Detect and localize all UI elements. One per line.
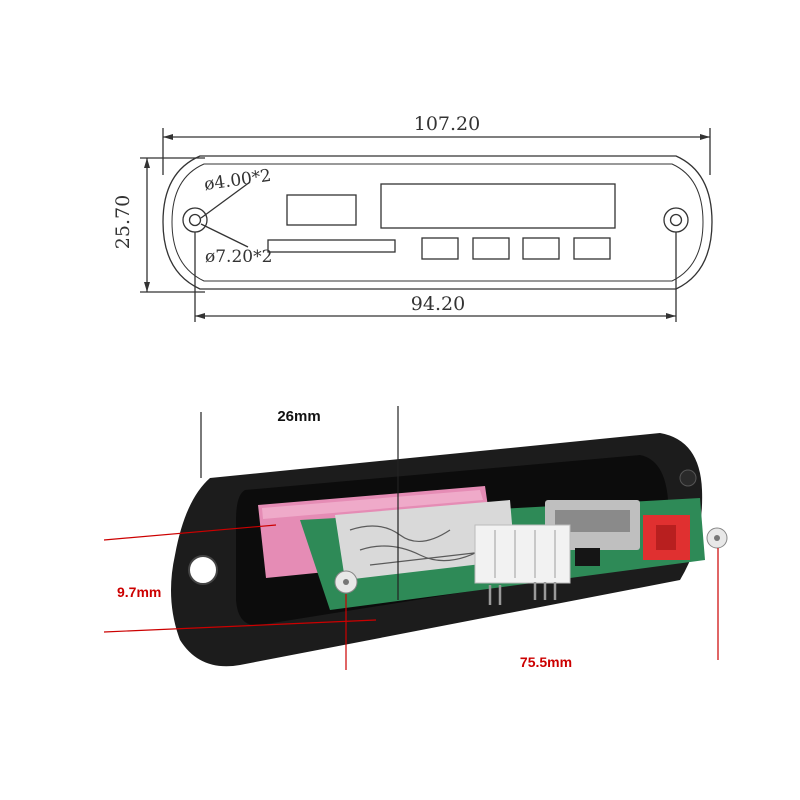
height-line-top bbox=[103, 524, 277, 541]
left-screw-center bbox=[343, 579, 349, 585]
button-4 bbox=[573, 237, 611, 260]
bezel-left-hole bbox=[188, 555, 218, 585]
ic-chip bbox=[575, 548, 600, 566]
button-1 bbox=[421, 237, 459, 260]
panel-outline-inner bbox=[171, 163, 704, 282]
bezel-right-hole bbox=[679, 469, 697, 487]
red-connector-slot bbox=[656, 525, 676, 550]
panel-height-label: 9.7mm bbox=[117, 584, 161, 600]
width-arrow-left bbox=[163, 134, 173, 140]
hole-spacing-label: 94.20 bbox=[411, 293, 465, 315]
left-hole-outer bbox=[182, 207, 208, 233]
pcb-chip-area bbox=[335, 500, 515, 580]
small-hole-leader bbox=[200, 181, 251, 219]
height-arrow-top bbox=[144, 158, 150, 168]
height-line-bottom bbox=[103, 619, 377, 633]
button-3 bbox=[522, 237, 560, 260]
usb-port-opening bbox=[555, 510, 630, 532]
large-hole-label: ø7.20*2 bbox=[205, 247, 272, 267]
card-slot bbox=[267, 239, 396, 253]
module-photo bbox=[171, 433, 728, 667]
white-connector-ribs bbox=[494, 530, 556, 578]
button-2 bbox=[472, 237, 510, 260]
display-highlight bbox=[262, 490, 483, 519]
board-width-label: 75.5mm bbox=[520, 654, 572, 670]
height-arrow-bottom bbox=[144, 282, 150, 292]
large-hole-leader bbox=[200, 223, 249, 248]
front-panel-drawing bbox=[140, 128, 713, 322]
overall-width-label: 107.20 bbox=[414, 113, 480, 135]
small-display-window bbox=[286, 194, 357, 226]
left-hole-inner bbox=[188, 213, 202, 227]
header-pins bbox=[488, 582, 557, 605]
width-arrow-right bbox=[700, 134, 710, 140]
spacing-arrow-right bbox=[666, 313, 676, 319]
overall-height-label: 25.70 bbox=[112, 195, 134, 249]
right-hole-outer bbox=[663, 207, 689, 233]
photo-measure-lines bbox=[103, 406, 719, 670]
depth-label: 26mm bbox=[277, 408, 320, 425]
main-display-window bbox=[380, 183, 616, 229]
right-hole-inner bbox=[669, 213, 683, 227]
spacing-arrow-left bbox=[195, 313, 205, 319]
right-screw-center bbox=[714, 535, 720, 541]
